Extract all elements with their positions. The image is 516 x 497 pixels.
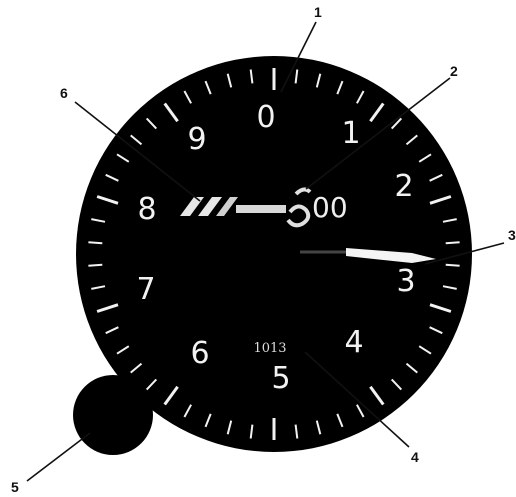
scale-tick (446, 265, 460, 266)
scale-tick (88, 265, 102, 266)
numeral-5: 5 (271, 361, 290, 396)
numeral-7: 7 (136, 272, 155, 307)
numeral-2: 2 (394, 169, 413, 204)
numeral-9: 9 (187, 122, 206, 157)
drum-bar (236, 205, 286, 213)
callout-3: 3 (508, 227, 516, 243)
callout-2: 2 (450, 63, 458, 79)
numeral-8: 8 (137, 192, 156, 227)
numeral-4: 4 (344, 325, 363, 360)
scale-tick (446, 242, 460, 243)
callout-4: 4 (411, 449, 419, 465)
callout-6: 6 (60, 85, 68, 101)
callout-1: 1 (314, 4, 322, 20)
numeral-3: 3 (396, 264, 415, 299)
baro-setting: 1013 (253, 341, 286, 356)
scale-tick (88, 242, 102, 243)
callout-5: 5 (11, 479, 19, 495)
counter-digits: 00 (312, 191, 348, 224)
leader-5 (27, 433, 90, 481)
numeral-6: 6 (190, 336, 209, 371)
numeral-0: 0 (256, 100, 275, 135)
numeral-1: 1 (341, 116, 360, 151)
